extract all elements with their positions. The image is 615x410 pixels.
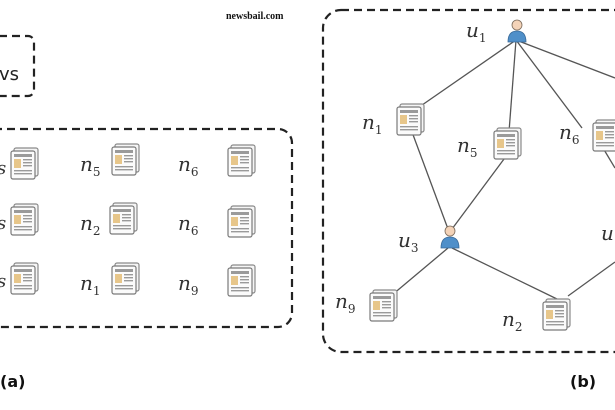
edge [411, 39, 517, 113]
grid-news-label: nn22 [80, 211, 101, 238]
edge [391, 247, 449, 296]
user-label-u3: u3 [398, 228, 419, 255]
panel-a-top-box-text: vs [0, 64, 19, 85]
news-label-n1: n1 [362, 110, 383, 137]
panel-a-grid-box [0, 127, 294, 329]
grid-partial-letter-2: s [0, 213, 6, 234]
news-icon [10, 262, 39, 295]
news-node-n9 [369, 289, 398, 322]
edge [508, 39, 517, 133]
news-icon [227, 264, 256, 297]
edge [515, 39, 583, 129]
grid-news-label: nn66 [178, 211, 199, 238]
news-icon [227, 144, 256, 177]
user-label-u1: u1 [466, 18, 487, 45]
grid-partial-letter-3: s [0, 271, 6, 292]
news-node-n5 [493, 127, 522, 160]
grid-news-label: nn66 [178, 152, 199, 179]
news-label-n9: n9 [335, 289, 356, 316]
grid-news-label: nn55 [80, 152, 101, 179]
panel-b-label: (b) [570, 372, 597, 391]
watermark-text: newsbail.com [226, 11, 284, 22]
news-label-n5: n5 [457, 133, 478, 160]
user-node-u3 [440, 225, 460, 249]
news-icon [109, 202, 138, 235]
news-label-n2: n2 [502, 307, 523, 334]
edge [515, 39, 615, 79]
news-label-n6: n6 [559, 120, 580, 147]
edge [451, 154, 508, 230]
news-node-n6 [592, 119, 615, 152]
news-node-n2 [542, 298, 571, 331]
news-node-n1 [396, 103, 425, 136]
grid-news-label: nn11 [80, 271, 101, 298]
user-label-partial: u [601, 221, 614, 245]
user-node-u1 [507, 19, 527, 43]
panel-a-top-box [0, 34, 36, 98]
edge [411, 131, 449, 230]
grid-news-label: nn99 [178, 271, 199, 298]
graph-edges [391, 39, 615, 300]
panel-a-label: (a) [0, 372, 26, 391]
news-icon [111, 143, 140, 176]
edge [451, 247, 558, 300]
grid-partial-letter-1: s [0, 158, 6, 179]
news-icon [227, 205, 256, 238]
panel-b-box [321, 8, 615, 354]
news-icon [10, 147, 39, 180]
edge [567, 261, 615, 297]
news-icon [111, 262, 140, 295]
news-icon [10, 203, 39, 236]
